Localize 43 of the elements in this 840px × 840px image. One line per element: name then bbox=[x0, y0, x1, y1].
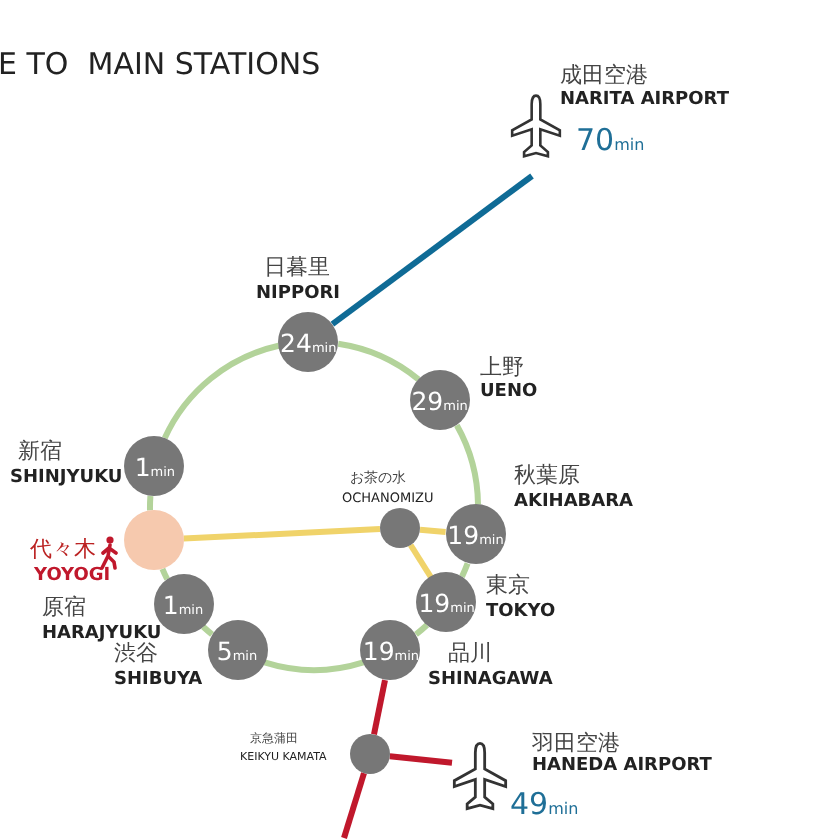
station-name: 品川 bbox=[448, 642, 492, 664]
rail-line bbox=[330, 173, 534, 327]
rail-line bbox=[454, 423, 481, 505]
rail-line bbox=[162, 342, 280, 440]
travel-time: 70min bbox=[576, 124, 645, 156]
rail-line bbox=[419, 526, 446, 535]
rail-line bbox=[183, 526, 381, 542]
station-name: 東京 bbox=[486, 574, 530, 596]
station-dot bbox=[123, 510, 184, 571]
station-dot bbox=[350, 734, 390, 774]
airport-name: 羽田空港 bbox=[532, 732, 620, 754]
station-name: 日暮里 bbox=[264, 256, 330, 278]
rail-line bbox=[371, 679, 388, 735]
station-name: 原宿 bbox=[42, 596, 86, 618]
station-name: YOYOGI bbox=[34, 568, 111, 586]
station-name: 新宿 bbox=[18, 440, 62, 462]
rail-line bbox=[408, 543, 434, 579]
station-name: SHINJYUKU bbox=[10, 470, 123, 488]
rail-line bbox=[201, 624, 214, 637]
rail-line bbox=[159, 567, 170, 581]
rail-line bbox=[147, 495, 154, 511]
station-name: UENO bbox=[480, 384, 538, 402]
station-name: 代々木 bbox=[30, 538, 96, 560]
rail-line bbox=[337, 340, 421, 382]
station-name: TOKYO bbox=[486, 604, 556, 622]
station-name: 上野 bbox=[480, 356, 524, 378]
rail-line bbox=[459, 562, 471, 578]
rail-line bbox=[414, 622, 430, 637]
station-name: AKIHABARA bbox=[514, 494, 634, 512]
station-name: 秋葉原 bbox=[514, 464, 580, 486]
station-name: NIPPORI bbox=[256, 286, 341, 304]
rail-line bbox=[341, 772, 367, 839]
airport-name: HANEDA AIRPORT bbox=[532, 758, 712, 776]
rail-line bbox=[263, 659, 365, 673]
title: E TO MAIN STATIONS bbox=[0, 50, 321, 80]
airport-name: NARITA AIRPORT bbox=[560, 92, 729, 110]
travel-time: 49min bbox=[510, 788, 579, 820]
airport-name: 成田空港 bbox=[560, 64, 648, 86]
station-name: SHIBUYA bbox=[114, 672, 203, 690]
station-name: SHINAGAWA bbox=[428, 672, 553, 690]
station-dot bbox=[380, 508, 420, 548]
station-name: 渋谷 bbox=[114, 642, 158, 664]
rail-line bbox=[389, 753, 453, 766]
